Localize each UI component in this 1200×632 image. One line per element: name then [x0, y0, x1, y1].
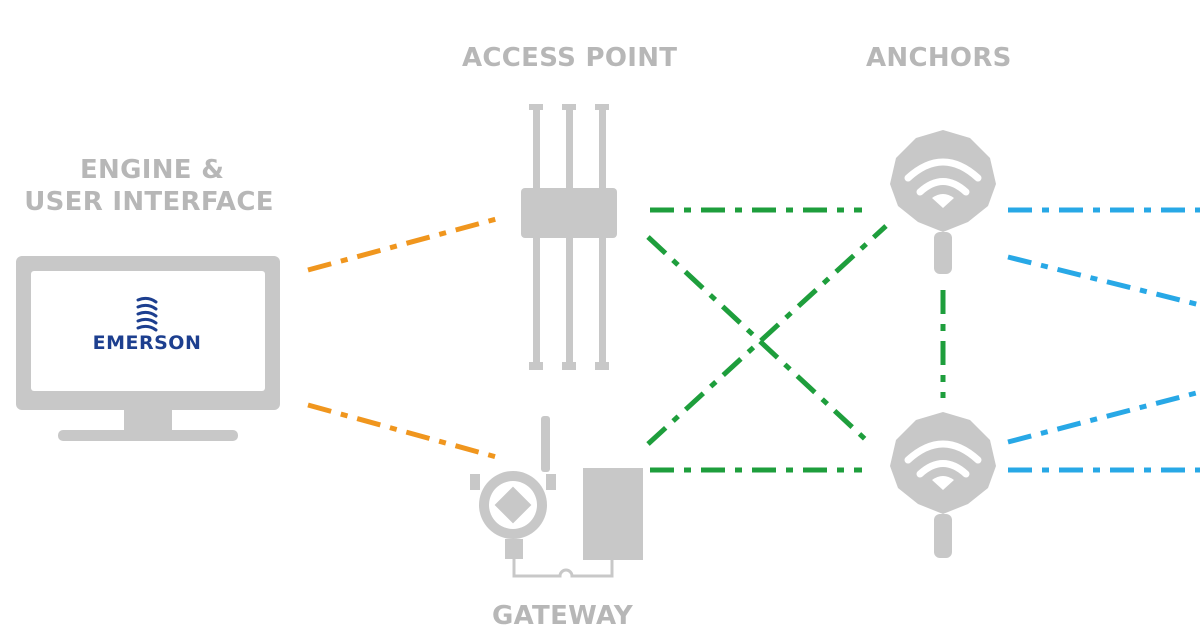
wifi-icon: [904, 440, 982, 478]
wifi-icon: [904, 158, 982, 196]
green-links: [646, 207, 946, 473]
anchor-icon: [890, 130, 996, 274]
link-anchor-bottom-out-1: [1007, 389, 1200, 445]
blue-links: [1007, 207, 1200, 473]
emerson-logo-text: EMERSON: [92, 332, 202, 354]
link-ui-to-gateway: [307, 402, 501, 461]
gateway-label: GATEWAY: [492, 601, 634, 631]
link-ap-to-anchor-bottom: [646, 235, 868, 442]
engine-label-line1: ENGINE &: [80, 155, 225, 185]
gateway-icon: [470, 416, 643, 578]
engine-label-line2: USER INTERFACE: [24, 187, 274, 217]
emerson-logo-mark: [136, 296, 158, 332]
anchor-icon: [890, 412, 996, 558]
access-point-icon: [521, 104, 617, 370]
anchors-label: ANCHORS: [866, 43, 1012, 73]
orange-links: [307, 215, 501, 461]
link-anchor-top-out-2: [1007, 254, 1200, 308]
link-ui-to-access-point: [307, 215, 501, 273]
link-gateway-to-anchor-top: [646, 224, 888, 446]
monitor-icon: [16, 256, 280, 441]
access-point-label: ACCESS POINT: [462, 43, 678, 73]
